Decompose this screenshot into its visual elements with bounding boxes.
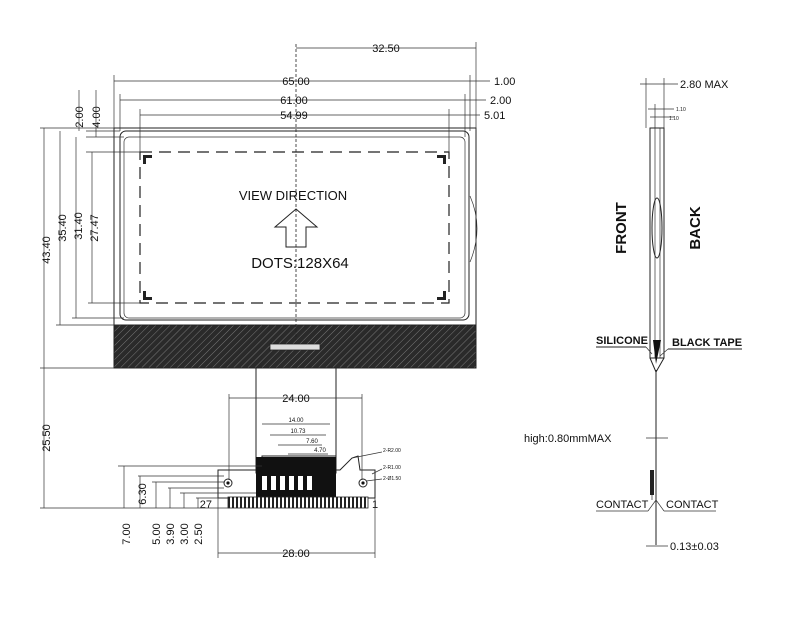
dim-14-00: 14.00 xyxy=(288,418,304,424)
viewing-area xyxy=(139,151,450,304)
front-view: VIEW DIRECTION DOTS:128X64 27 1 32.50 65… xyxy=(40,42,515,560)
dim-2-50: 2.50 xyxy=(193,523,205,544)
dim-61-00: 61.00 xyxy=(280,95,308,107)
view-direction-label: VIEW DIRECTION xyxy=(239,188,347,203)
tolerance-label: 0.13±0.03 xyxy=(670,541,719,553)
connector-stiffener xyxy=(256,457,336,497)
dim-10-73: 10.73 xyxy=(290,429,306,435)
top-dimensions: 32.50 65.00 1.00 61.00 2.00 54.99 5.01 xyxy=(113,42,515,152)
edge-bulge xyxy=(469,195,478,263)
dim-3-00: 3.00 xyxy=(179,523,191,544)
dim-4-70: 4.70 xyxy=(314,448,326,454)
dim-3-90: 3.90 xyxy=(165,523,177,544)
dim-27-47: 27.47 xyxy=(89,214,101,242)
dim-31-40: 31.40 xyxy=(73,212,85,240)
thickness-1-10-b: 1.10 xyxy=(669,116,679,122)
tape-slot xyxy=(269,343,321,351)
dim-43-40: 43.40 xyxy=(41,236,53,264)
dim-1-00: 1.00 xyxy=(494,76,515,88)
dim-32-50: 32.50 xyxy=(372,43,400,55)
black-tape-label: BLACK TAPE xyxy=(672,337,742,349)
view-arrow-icon xyxy=(273,208,319,248)
fpc-dimensions: 24.00 14.00 10.73 7.60 4.70 2-R2.00 2-R1… xyxy=(228,393,401,482)
dim-28-00: 28.00 xyxy=(282,548,310,560)
side-bulge xyxy=(651,197,663,259)
side-taper xyxy=(649,357,665,374)
silicone-label: SILICONE xyxy=(596,335,648,347)
dim-5-01: 5.01 xyxy=(484,110,505,122)
contact-left-label: CONTACT xyxy=(596,499,649,511)
dim-4-00: 4.00 xyxy=(91,106,103,127)
dim-65-00: 65.00 xyxy=(282,76,310,88)
mount-hole-left xyxy=(223,478,233,488)
dim-7-00: 7.00 xyxy=(121,523,133,544)
bottom-left-dimensions: 6.30 7.00 5.00 3.90 3.00 2.50 xyxy=(118,465,262,545)
dim-5-00: 5.00 xyxy=(151,523,163,544)
thickness-1-10-a: 1.10 xyxy=(676,107,686,113)
glass-inner xyxy=(123,136,466,319)
max-thickness-label: 2.80 MAX xyxy=(680,79,729,91)
dim-2-00-left: 2.00 xyxy=(74,106,86,127)
contact-right-label: CONTACT xyxy=(666,499,719,511)
corner-markers xyxy=(143,155,446,300)
back-label: BACK xyxy=(687,206,704,249)
dim-7-60: 7.60 xyxy=(306,439,318,445)
dim-54-99: 54.99 xyxy=(280,110,308,122)
fpc-pin-row xyxy=(227,496,369,509)
dim-35-40: 35.40 xyxy=(57,214,69,242)
dim-25-50: 25.50 xyxy=(41,424,53,452)
height-note: high:0.80mmMAX xyxy=(524,433,612,445)
bottom-dimension: 28.00 xyxy=(217,498,376,560)
dim-r2-00: 2-R2.00 xyxy=(383,448,401,454)
dim-2-00-right: 2.00 xyxy=(490,95,511,107)
dim-phi1-50: 2-Ø1.50 xyxy=(383,476,401,482)
side-body xyxy=(649,127,665,359)
left-dimensions: 2.00 4.00 43.40 35.40 31.40 27.47 25.50 xyxy=(40,90,230,509)
mount-hole-right xyxy=(358,478,368,488)
glass-outline xyxy=(119,130,470,321)
dim-6-30: 6.30 xyxy=(137,483,149,504)
side-view: 2.80 MAX 1.10 1.10 FRONT BACK SILICONE B… xyxy=(524,78,742,553)
dim-r1-00: 2-R1.00 xyxy=(383,465,401,471)
front-label: FRONT xyxy=(613,202,630,254)
dim-24-00: 24.00 xyxy=(282,393,310,405)
connector-pads xyxy=(262,476,312,490)
pin-27-label: 27 xyxy=(200,499,212,511)
dots-label: DOTS:128X64 xyxy=(251,255,349,272)
